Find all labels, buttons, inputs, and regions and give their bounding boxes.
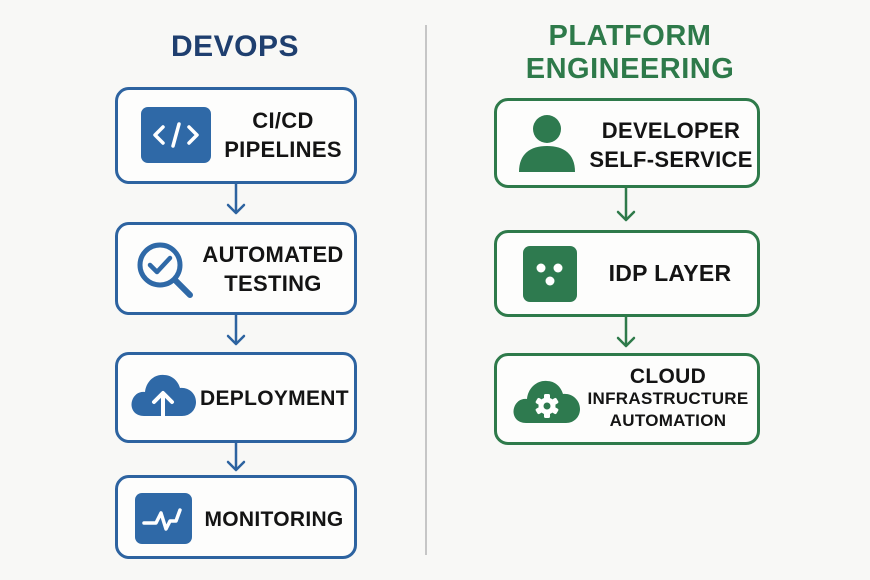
step-label: MONITORING [200, 505, 348, 534]
step-label: CI/CD PIPELINES [218, 106, 348, 164]
step-label-line3: AUTOMATION [609, 411, 727, 430]
step-label-line2: PIPELINES [224, 137, 342, 162]
magnifier-check-icon [137, 242, 193, 298]
dots-tile-icon [523, 246, 577, 302]
step-label-line2: TESTING [224, 271, 322, 296]
platform-title-line1: PLATFORM [548, 20, 712, 52]
arrow-down-icon [226, 442, 246, 472]
arrow-down-icon [226, 183, 246, 215]
step-label: DEPLOYMENT [200, 384, 349, 413]
step-label-line1: DEPLOYMENT [200, 387, 349, 410]
step-label-line1: AUTOMATED [202, 242, 344, 267]
cloud-gear-icon [513, 380, 580, 423]
step-label-line1: IDP LAYER [608, 260, 732, 286]
step-label-line1: MONITORING [204, 508, 344, 531]
step-label: AUTOMATED TESTING [198, 240, 348, 298]
step-label-line2: INFRASTRUCTURE [587, 389, 749, 408]
code-icon [141, 107, 211, 163]
arrow-down-icon [616, 187, 636, 222]
devops-title: DEVOPS [170, 30, 300, 63]
cloud-upload-icon [131, 374, 196, 419]
user-icon [519, 115, 575, 172]
platform-title: PLATFORM ENGINEERING [480, 20, 780, 86]
step-label: IDP LAYER [590, 259, 750, 288]
step-label-line1: DEVELOPER [601, 118, 741, 143]
platform-title-line2: ENGINEERING [525, 53, 735, 85]
step-label-line1: CI/CD [252, 108, 314, 133]
step-label: CLOUD INFRASTRUCTURE AUTOMATION [583, 366, 753, 432]
step-developer-self-service [494, 98, 760, 188]
arrow-down-icon [616, 316, 636, 348]
step-label: DEVELOPER SELF-SERVICE [585, 116, 757, 174]
pulse-chart-icon [135, 493, 192, 544]
step-label-line2: SELF-SERVICE [589, 147, 753, 172]
step-label-line1: CLOUD [629, 365, 707, 388]
column-divider [425, 25, 427, 555]
arrow-down-icon [226, 314, 246, 346]
